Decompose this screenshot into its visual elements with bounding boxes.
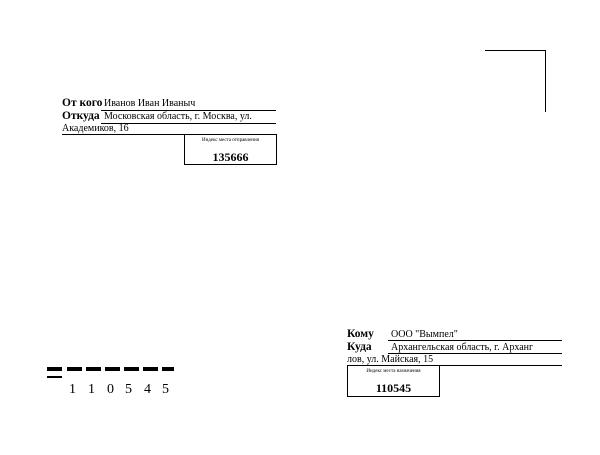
to-value: ООО "Вымпел" [391, 329, 458, 340]
sender-address-line2: Академиков, 16 [62, 123, 129, 134]
barcode-bar [162, 367, 174, 371]
dest2-underline [347, 365, 562, 366]
barcode-digit: 5 [125, 382, 132, 397]
recipient-address-line1: Архангельская область, г. Арханг [391, 342, 534, 353]
barcode-digit: 1 [69, 382, 76, 397]
dest-label: Куда [347, 341, 372, 353]
barcode-bar [47, 376, 62, 378]
barcode-bar [124, 367, 139, 371]
recipient-postcode-box: Индекс места назначения 110545 [347, 365, 440, 397]
to-underline [388, 340, 562, 341]
stamp-corner-side [545, 50, 546, 112]
barcode-bar [143, 367, 158, 371]
barcode-bar [105, 367, 120, 371]
from-underline [101, 110, 276, 111]
barcode-digit: 1 [88, 382, 95, 397]
sender-postcode: 135666 [212, 150, 249, 164]
recipient-postcode: 110545 [375, 381, 412, 395]
recipient-postcode-label: Индекс места назначения [366, 369, 421, 374]
barcode-bar [67, 367, 82, 371]
dest-underline [388, 353, 562, 354]
barcode-digit: 0 [107, 382, 114, 397]
sender-postcode-label: Индекс места отправления [202, 138, 259, 143]
barcode-bar [47, 367, 62, 371]
sender-address-line1: Московская область, г. Москва, ул. [104, 111, 252, 122]
from-label: От кого [62, 97, 103, 109]
sender-postcode-box: Индекс места отправления 135666 [184, 134, 277, 165]
to-label: Кому [347, 328, 374, 340]
address2-underline [62, 134, 276, 135]
recipient-address-line2: лов, ул. Майская, 15 [347, 354, 434, 365]
barcode-bar [86, 367, 101, 371]
stamp-corner-top [485, 50, 545, 51]
barcode-digit: 5 [162, 382, 169, 397]
from-value: Иванов Иван Иваныч [104, 98, 196, 109]
barcode-digit: 4 [144, 382, 151, 397]
address-underline [101, 123, 276, 124]
address-label: Откуда [62, 110, 100, 122]
